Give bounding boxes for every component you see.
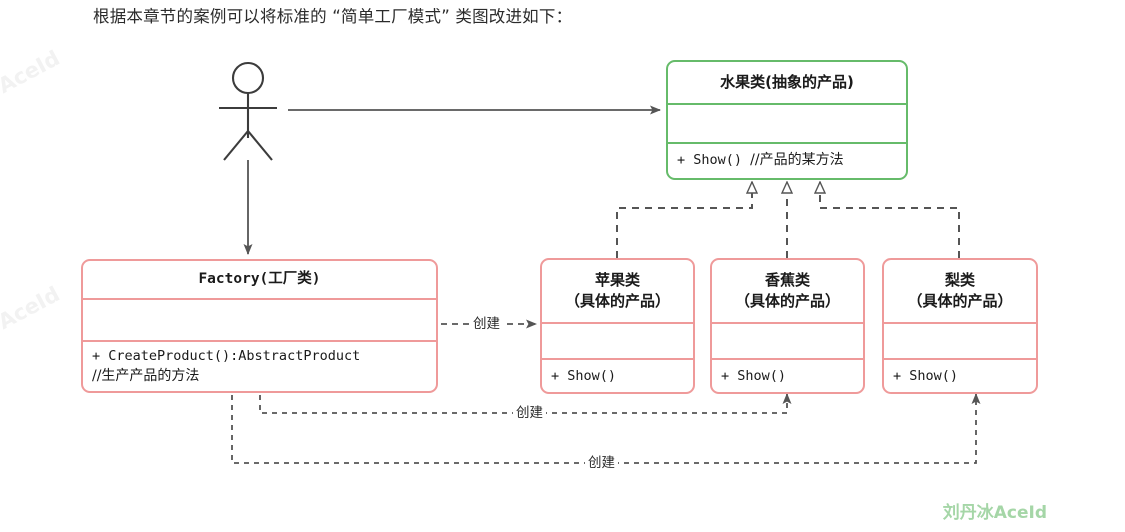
class-attributes-banana bbox=[712, 322, 863, 358]
actor-stick-figure bbox=[219, 61, 277, 161]
class-box-banana[interactable]: 香蕉类 （具体的产品） + Show() bbox=[710, 258, 865, 394]
class-title-apple-line2: （具体的产品） bbox=[564, 292, 670, 310]
class-title-pear-line1: 梨类 bbox=[944, 271, 975, 289]
edge-label-create-banana: 创建 bbox=[513, 405, 546, 421]
class-title-apple-line1: 苹果类 bbox=[594, 271, 640, 289]
watermark-author: 刘丹冰AceId bbox=[942, 503, 1047, 523]
operation-comment-abstract: //产品的某方法 bbox=[750, 152, 844, 168]
class-attributes-abstract-product bbox=[668, 103, 906, 142]
class-attributes-apple bbox=[542, 322, 693, 358]
edge-label-create-pear: 创建 bbox=[585, 455, 618, 471]
class-operations-banana: + Show() bbox=[712, 358, 863, 392]
class-title-banana-line1: 香蕉类 bbox=[764, 271, 810, 289]
page-caption: 根据本章节的案例可以将标准的 “简单工厂模式” 类图改进如下： bbox=[93, 7, 573, 26]
class-attributes-factory bbox=[83, 298, 436, 340]
class-title-banana: 香蕉类 （具体的产品） bbox=[712, 260, 863, 322]
class-box-apple[interactable]: 苹果类 （具体的产品） + Show() bbox=[540, 258, 695, 394]
class-title-pear: 梨类 （具体的产品） bbox=[884, 260, 1036, 322]
class-title-factory: Factory(工厂类) bbox=[198, 271, 321, 287]
class-title-banana-line2: （具体的产品） bbox=[734, 292, 840, 310]
class-attributes-pear bbox=[884, 322, 1036, 358]
edge-pear-realizes-abstract bbox=[820, 182, 960, 258]
operation-comment-factory: //生产产品的方法 bbox=[92, 368, 200, 384]
class-operations-factory: + CreateProduct():AbstractProduct //生产产品的… bbox=[83, 340, 436, 391]
class-box-factory[interactable]: Factory(工厂类) + CreateProduct():AbstractP… bbox=[81, 259, 438, 393]
edge-label-create-apple: 创建 bbox=[470, 316, 503, 332]
class-operations-pear: + Show() bbox=[884, 358, 1036, 392]
class-box-pear[interactable]: 梨类 （具体的产品） + Show() bbox=[882, 258, 1038, 394]
operation-createproduct: + CreateProduct():AbstractProduct bbox=[92, 348, 361, 364]
class-title-pear-line2: （具体的产品） bbox=[907, 292, 1013, 310]
class-title-apple: 苹果类 （具体的产品） bbox=[542, 260, 693, 322]
class-title-abstract-product: 水果类(抽象的产品) bbox=[720, 73, 854, 91]
operation-show-abstract: + Show() bbox=[677, 152, 751, 168]
edge-factory-creates-pear bbox=[231, 393, 981, 464]
class-operations-apple: + Show() bbox=[542, 358, 693, 392]
class-box-abstract-product[interactable]: 水果类(抽象的产品) + Show() //产品的某方法 bbox=[666, 60, 908, 180]
edge-apple-realizes-abstract bbox=[616, 182, 752, 258]
class-operations-abstract-product: + Show() //产品的某方法 bbox=[668, 142, 906, 178]
